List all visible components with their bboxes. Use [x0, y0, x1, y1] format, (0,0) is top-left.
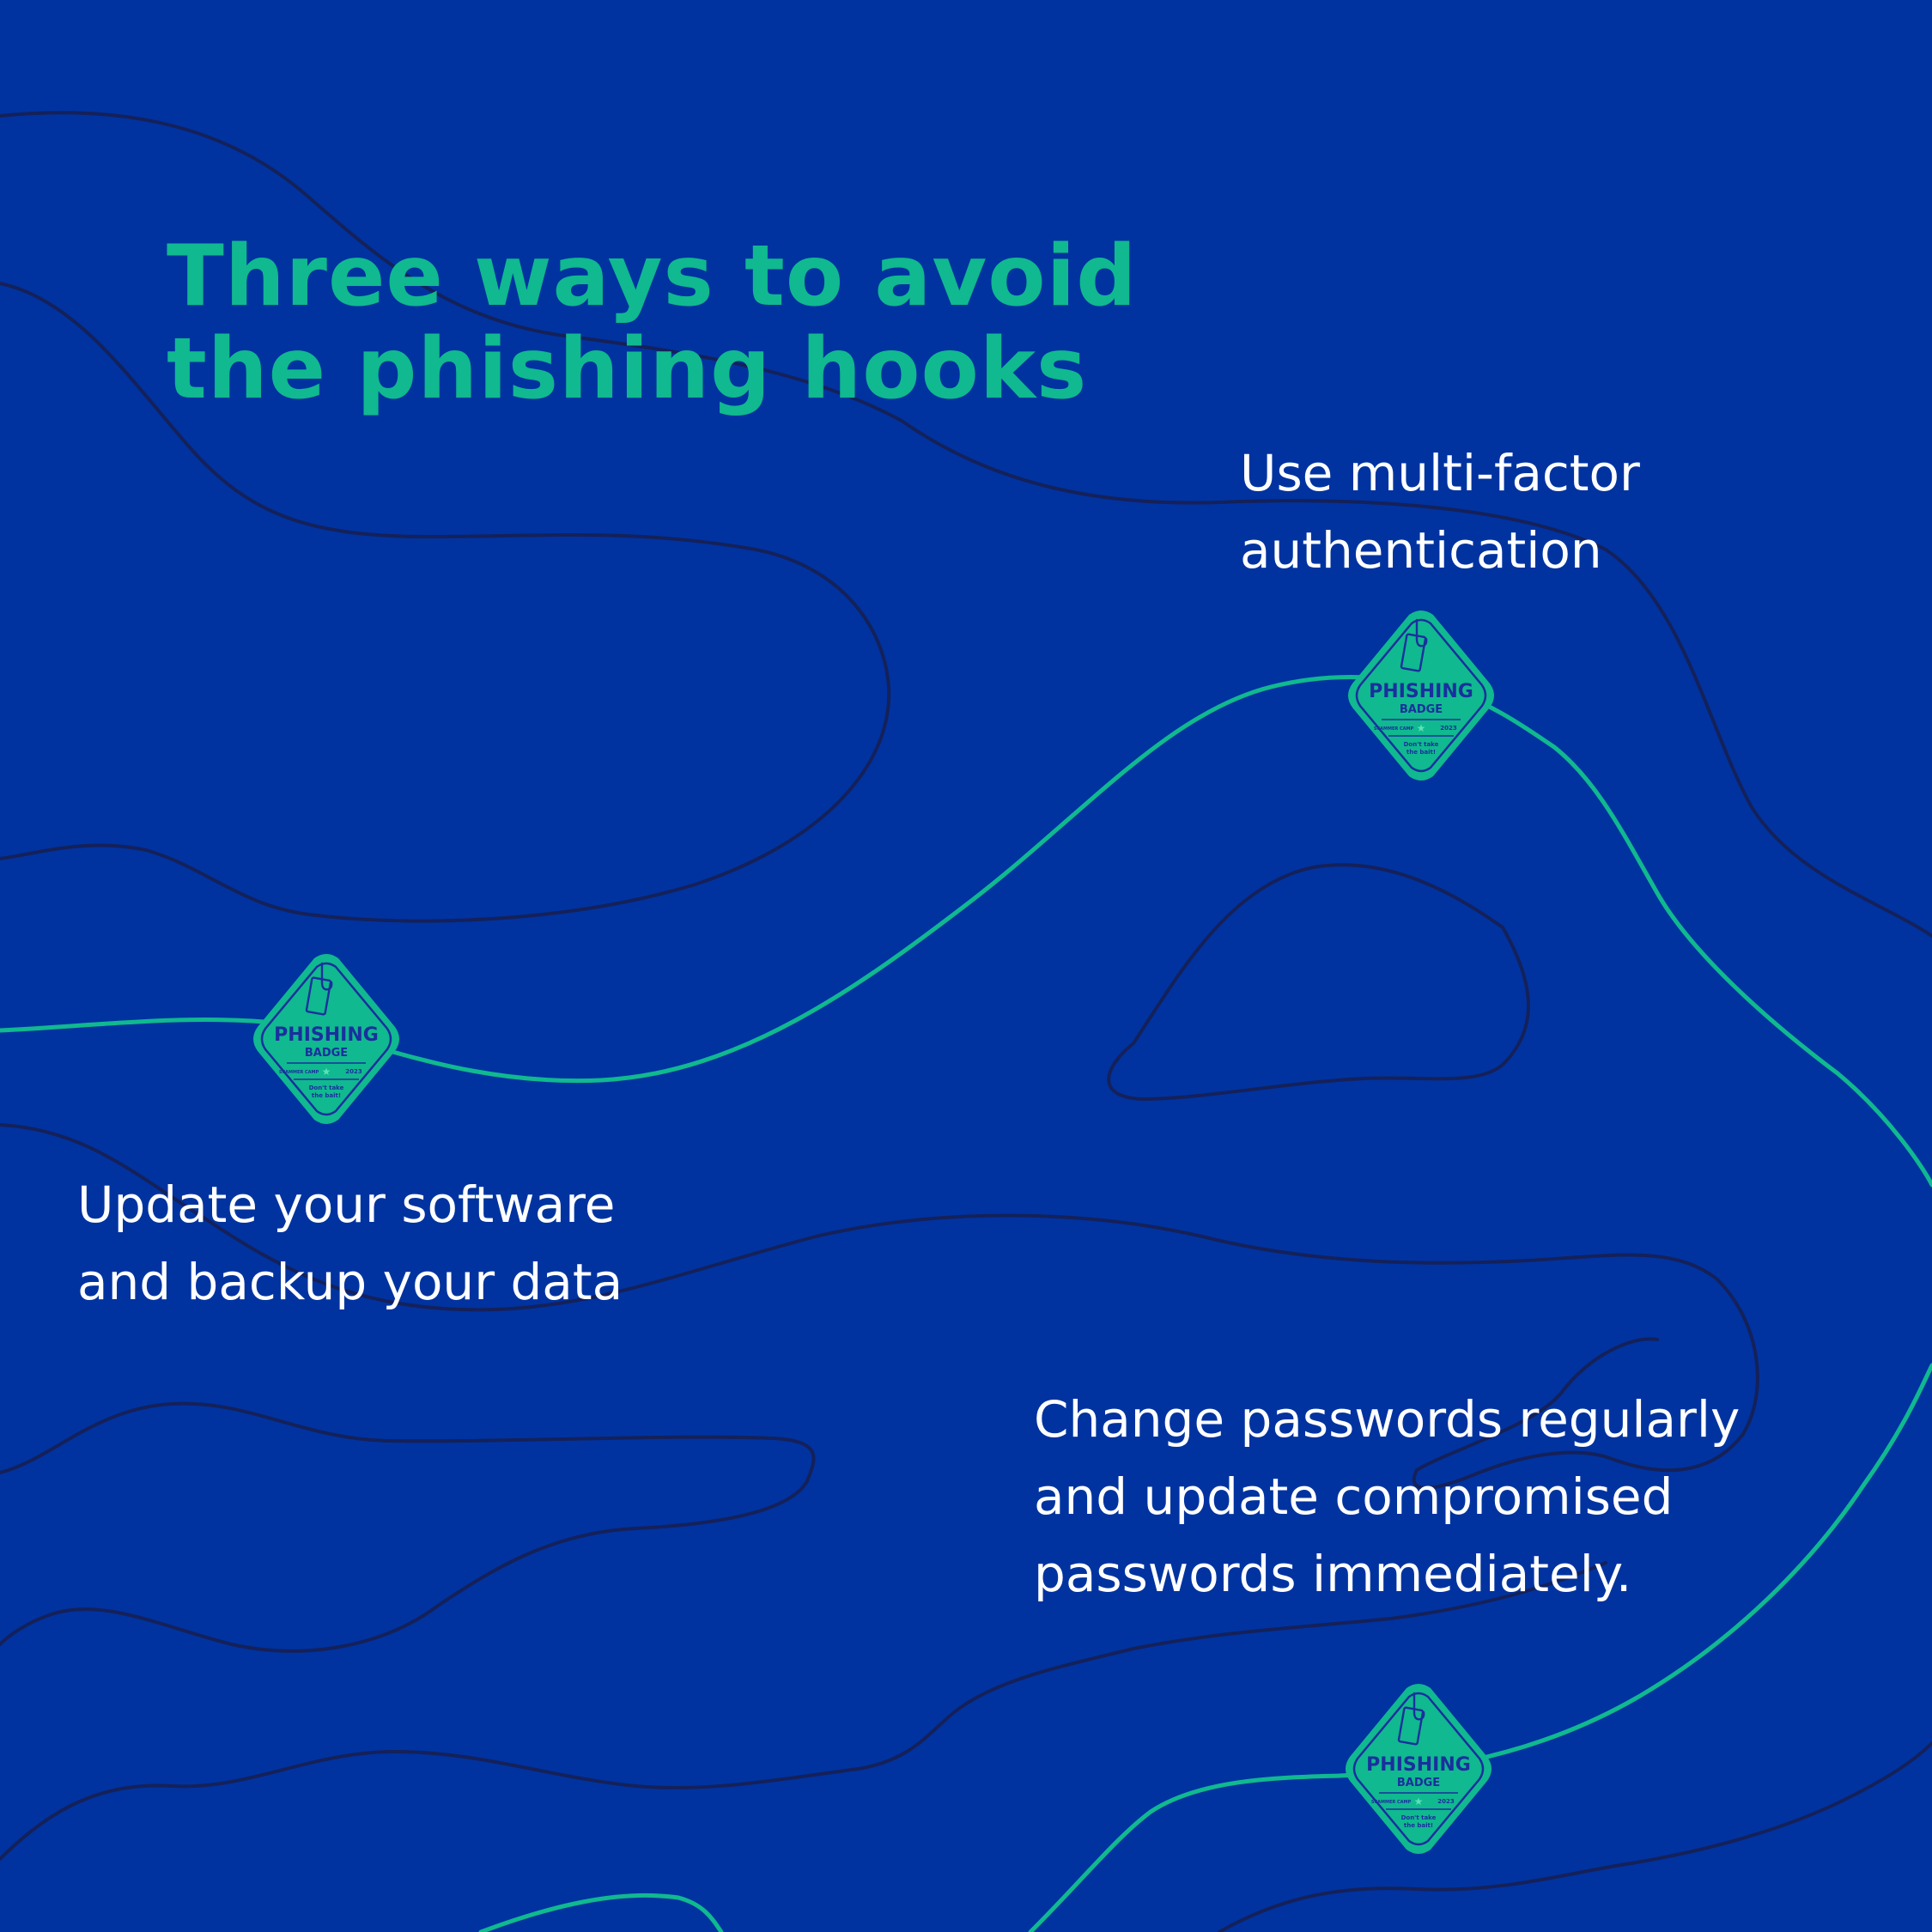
- tip-line: authentication: [1240, 521, 1602, 580]
- badge-year: 2023: [1440, 725, 1457, 732]
- badge-subtitle: BADGE: [1397, 1777, 1440, 1789]
- badge-star-icon: ★: [1414, 1795, 1424, 1807]
- headline: Three ways to avoid the phishing hooks: [167, 230, 1137, 416]
- fishing-line-path: [478, 1893, 724, 1932]
- badge-year: 2023: [345, 1068, 362, 1075]
- badge-title: PHISHING: [274, 1024, 379, 1046]
- tip-line: passwords immediately.: [1034, 1545, 1632, 1603]
- badge-camp: SCAMMER CAMP: [1371, 1800, 1412, 1805]
- contour-line: [1218, 1741, 1932, 1932]
- badge-star-icon: ★: [322, 1066, 331, 1078]
- tip-multi-factor-authentication: Use multi-factor authentication: [1240, 434, 1640, 589]
- contour-line: [0, 1123, 1759, 1490]
- contour-line: [0, 1401, 816, 1653]
- fishing-hook-icon: [1397, 1692, 1425, 1746]
- tip-line: and update compromised: [1034, 1467, 1674, 1526]
- badge-body: [1346, 1684, 1492, 1854]
- badge-title: PHISHING: [1369, 681, 1473, 702]
- tip-line: Change passwords regularly: [1034, 1390, 1741, 1449]
- badge-slogan-line-1: Don't take: [1401, 1814, 1437, 1821]
- badge-star-icon: ★: [1417, 722, 1426, 734]
- badge-slogan-line-2: the bait!: [1404, 1822, 1433, 1829]
- tip-update-software: Update your software and backup your dat…: [77, 1166, 623, 1321]
- badge-year: 2023: [1437, 1798, 1455, 1805]
- contour-line: [0, 1561, 1607, 1861]
- badge-body: [253, 954, 399, 1124]
- phishing-badge: PHISHING BADGE SCAMMER CAMP ★ 2023 Don't…: [1348, 611, 1494, 781]
- tip-line: Use multi-factor: [1240, 444, 1640, 502]
- tip-line: and backup your data: [77, 1253, 623, 1311]
- fishing-hook-icon: [305, 962, 333, 1016]
- badge-camp: SCAMMER CAMP: [279, 1070, 319, 1075]
- tip-line: Update your software: [77, 1176, 616, 1234]
- badge-slogan-line-2: the bait!: [1406, 749, 1436, 756]
- contour-line: [0, 282, 891, 923]
- badge-body: [1348, 611, 1494, 781]
- badge-slogan-line-2: the bait!: [312, 1092, 341, 1099]
- headline-line-2: the phishing hooks: [167, 320, 1088, 418]
- contour-line: [0, 111, 1932, 938]
- badge-slogan-line-1: Don't take: [309, 1084, 344, 1091]
- badge-subtitle: BADGE: [305, 1047, 348, 1060]
- phishing-badge: PHISHING BADGE SCAMMER CAMP ★ 2023 Don't…: [253, 954, 399, 1124]
- phishing-badge: PHISHING BADGE SCAMMER CAMP ★ 2023 Don't…: [1346, 1684, 1492, 1854]
- badge-title: PHISHING: [1366, 1754, 1471, 1776]
- badge-camp: SCAMMER CAMP: [1374, 726, 1414, 732]
- badge-slogan-line-1: Don't take: [1404, 741, 1439, 748]
- contour-line: [1107, 863, 1530, 1101]
- tip-change-passwords: Change passwords regularly and update co…: [1034, 1381, 1740, 1613]
- headline-line-1: Three ways to avoid: [167, 228, 1138, 325]
- fishing-hook-icon: [1400, 618, 1428, 672]
- badge-subtitle: BADGE: [1400, 703, 1443, 716]
